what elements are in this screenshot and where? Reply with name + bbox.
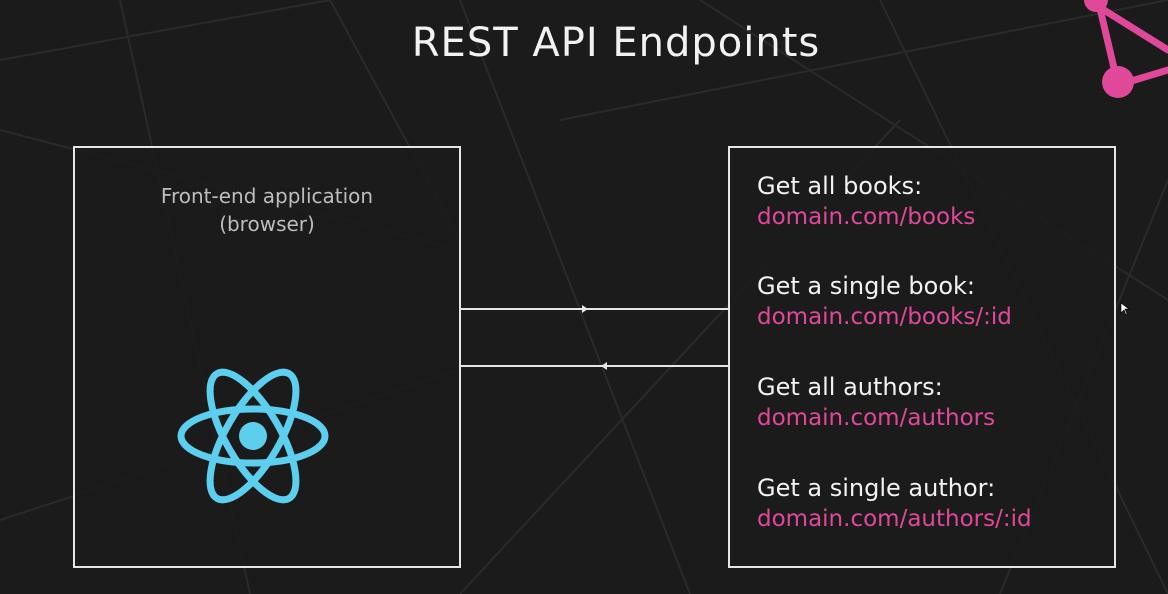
frontend-label: Front-end application (browser) bbox=[75, 182, 459, 238]
api-endpoints-box: Get all books: domain.com/books Get a si… bbox=[728, 146, 1116, 568]
endpoint-url: domain.com/authors bbox=[757, 405, 996, 431]
mouse-cursor-icon bbox=[1120, 302, 1130, 316]
endpoint-item: Get all books: domain.com/books bbox=[757, 171, 1117, 233]
endpoint-url: domain.com/authors/:id bbox=[757, 506, 1032, 532]
endpoint-item: Get a single book: domain.com/books/:id bbox=[757, 271, 1117, 333]
endpoint-label: Get all authors: bbox=[757, 373, 943, 401]
frontend-label-line2: (browser) bbox=[219, 212, 315, 236]
endpoint-url: domain.com/books/:id bbox=[757, 304, 1012, 330]
endpoint-url: domain.com/books bbox=[757, 204, 976, 230]
endpoint-label: Get all books: bbox=[757, 172, 923, 200]
endpoint-item: Get all authors: domain.com/authors bbox=[757, 372, 1117, 434]
request-response-arrows bbox=[461, 305, 728, 370]
response-arrow-head bbox=[601, 362, 607, 370]
endpoint-label: Get a single book: bbox=[757, 272, 976, 300]
react-logo-icon bbox=[177, 368, 329, 504]
endpoint-label: Get a single author: bbox=[757, 474, 996, 502]
slide-title: REST API Endpoints bbox=[411, 20, 821, 66]
endpoint-item: Get a single author: domain.com/authors/… bbox=[757, 473, 1117, 535]
frontend-label-line1: Front-end application bbox=[160, 184, 374, 208]
request-arrow-head bbox=[582, 305, 588, 313]
network-graph-icon bbox=[1084, 0, 1168, 98]
frontend-app-box: Front-end application (browser) bbox=[73, 146, 461, 568]
